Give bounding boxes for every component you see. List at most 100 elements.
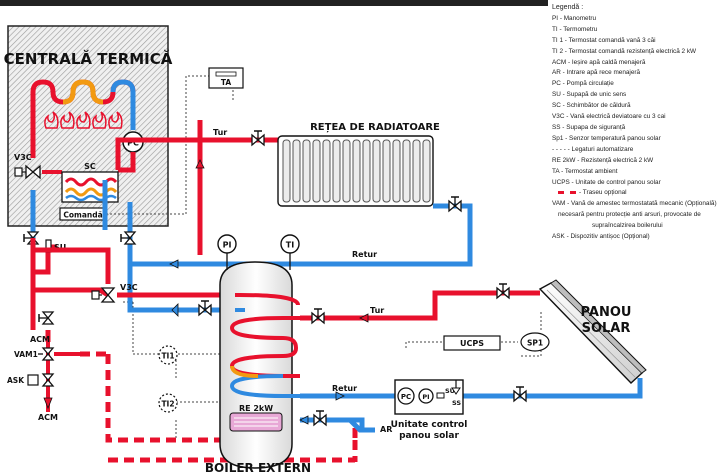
legend-item: V3C - Vană electrică deviatoare cu 3 cai: [552, 113, 666, 121]
legend-item: PC - Pompă circulație: [552, 80, 614, 88]
vam1-label: VAM1: [14, 350, 38, 359]
heat-serpentine-blue: [110, 79, 136, 130]
ask-valve-icon: [27, 373, 55, 387]
ask-label: ASK: [7, 376, 25, 385]
legend-item: - - - - - Legaturi automatizare: [552, 145, 634, 153]
sc-label: SC: [84, 162, 96, 171]
pipe-retur-radiators: [127, 203, 473, 267]
heat-serpentine-orange: [62, 79, 104, 105]
panou-label-1: PANOU: [581, 305, 632, 320]
pc-solar-label: PC: [401, 393, 411, 401]
vam1-valve-icon: [38, 347, 55, 361]
valve-boiler-blue-icon: [120, 231, 136, 245]
v3c-external-icon: [91, 287, 116, 303]
legend-item: TI 2 - Termostat comandă rezistență elec…: [552, 47, 697, 55]
panou-label-2: SOLAR: [582, 321, 631, 336]
pipe-hot-to-v3c2: [33, 287, 110, 298]
unitate-label-2: panou solar: [399, 431, 459, 441]
comanda-label: Comandă: [63, 211, 102, 220]
optional-route-swatch: [558, 191, 576, 195]
ucps-box: [443, 335, 501, 351]
pump-solar-icon: [397, 387, 415, 405]
v3c-external-label: V3C: [120, 283, 138, 292]
su-solar-label: SU: [445, 387, 455, 395]
manometer-solar-icon: [418, 388, 434, 404]
burner-flames-icon: [44, 111, 123, 129]
legend-item: RE 2kW - Rezistență electrică 2 kW: [552, 156, 654, 164]
re2kw-label: RE 2kW: [239, 404, 273, 413]
acm-label-bottom: ACM: [38, 413, 58, 422]
valve-tur-radiator-icon: [251, 130, 265, 146]
arrow-left-icon: [169, 259, 179, 269]
tur-label-1: Tur: [213, 128, 227, 137]
legend-item: SC - Schimbător de căldură: [552, 102, 631, 110]
boiler-label: BOILER EXTERN: [205, 461, 311, 474]
legend-optional-text: - Traseu opțional: [579, 189, 627, 197]
legend-item: TI 1 - Termostat comandă vană 3 căi: [552, 36, 656, 44]
legend-item: TI - Termometru: [552, 25, 598, 33]
top-bar: [0, 0, 548, 6]
legend-item: ASK - Dispozitiv antișoc (Opțional): [552, 233, 650, 241]
heat-exchanger-sc: [61, 171, 119, 203]
v3c-boiler-label: V3C: [14, 153, 32, 162]
pi-label: PI: [223, 241, 232, 250]
legend-vam-line: necesară pentru protecție anti arsuri, p…: [558, 211, 701, 219]
legend-title: Legendă :: [552, 4, 584, 11]
arrow-left-blue-icon: [171, 303, 179, 317]
arrow-retur-right-icon: [335, 391, 345, 401]
radiator-icon: [277, 135, 434, 207]
arrow-ar-left-icon: [299, 415, 309, 425]
arrow-down-icon: [43, 397, 53, 410]
sp1-sensor-icon: [520, 332, 550, 352]
legend-vam-line: supraîncalzirea boilerului: [592, 222, 663, 230]
valve-solar-tur-icon: [311, 308, 325, 324]
valve-solar-top-icon: [496, 283, 510, 299]
pipe-solar-tur: [300, 290, 540, 321]
ucps-label: UCPS: [460, 339, 484, 348]
legend-item: ACM - Ieșire apă caldă menajeră: [552, 58, 646, 66]
valve-acm-icon: [38, 311, 54, 325]
valve-ar-icon: [313, 410, 327, 426]
unitate-label-1: Unitate control: [391, 420, 468, 430]
acm-label-top: ACM: [30, 335, 50, 344]
pipe-pc-sc: [118, 152, 136, 173]
centrala-label: CENTRALĂ TERMICĂ: [4, 49, 173, 68]
legend-item: AR - Intrare apă rece menajeră: [552, 69, 641, 77]
legend-item: TA - Termostat ambient: [552, 167, 618, 175]
pipe-optional-bottom: [105, 354, 358, 463]
ti1-sensor-icon: [158, 345, 178, 365]
pc-label: PC: [127, 139, 139, 148]
v3c-boiler-icon: [14, 164, 41, 180]
solar-panel-icon: [538, 279, 647, 384]
retur-label-2: Retur: [332, 384, 357, 393]
legend-item: UCPS - Unitate de control panou solar: [552, 178, 661, 186]
legend: Legendă : PI - Manometru TI - Termometru…: [552, 3, 726, 243]
ar-label: AR: [380, 425, 392, 434]
legend-item: PI - Manometru: [552, 14, 597, 22]
pi-solar-label: PI: [422, 393, 429, 401]
arrow-up-icon: [195, 159, 205, 169]
legend-vam-line: VAM - Vană de amestec termostatată mecan…: [552, 200, 717, 208]
legend-item: SS - Supapa de siguranță: [552, 123, 626, 131]
retea-label: REȚEA DE RADIATOARE: [310, 122, 440, 133]
tur-label-2: Tur: [370, 306, 384, 315]
valve-solar-retur-icon: [513, 386, 527, 402]
ti2-sensor-icon: [158, 393, 178, 413]
thermometer-icon: [280, 234, 300, 254]
ta-label: TA: [221, 78, 232, 87]
retur-label-1: Retur: [352, 250, 377, 259]
ti1-label: TI1: [161, 352, 174, 361]
manometer-icon: [217, 234, 237, 254]
legend-optional-item: - Traseu opțional: [552, 188, 726, 199]
ti2-label: TI2: [161, 400, 174, 409]
arrow-tur-left-icon: [359, 313, 369, 323]
ti-label: TI: [286, 241, 294, 250]
ss-label: SS: [452, 399, 461, 407]
sp1-label: SP1: [527, 339, 543, 348]
valve-retur-radiator-icon: [448, 196, 462, 212]
legend-item: Sp1 - Senzor temperatură panou solar: [552, 134, 661, 142]
valve-tank-left-icon: [198, 300, 212, 316]
legend-item: SU - Supapă de unic sens: [552, 91, 627, 99]
